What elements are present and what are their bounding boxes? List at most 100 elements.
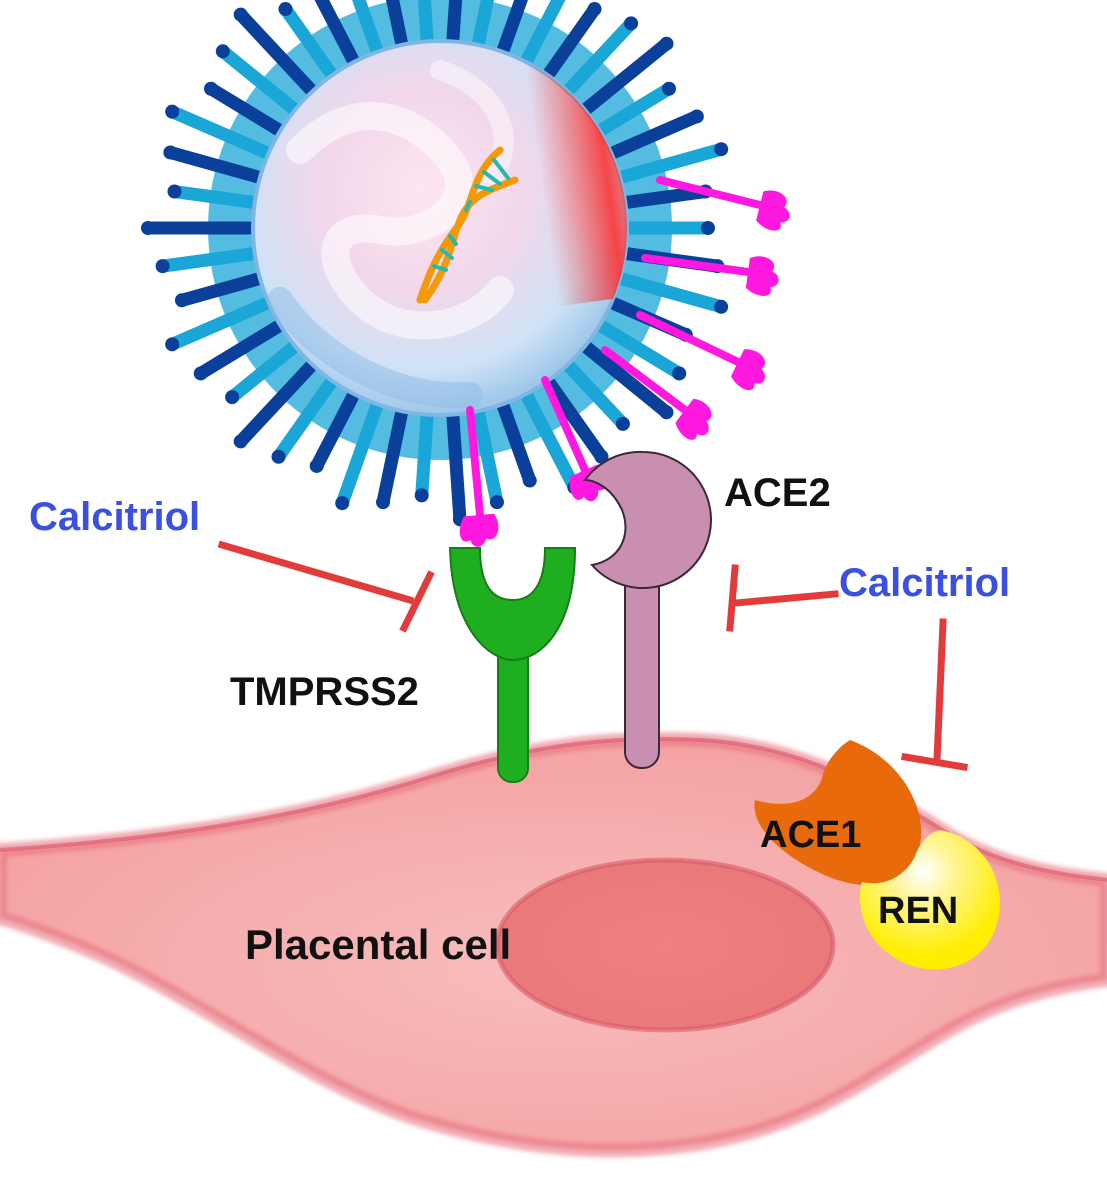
virus-spike (616, 142, 728, 184)
virus-spike (497, 400, 537, 488)
spike-protein-head (756, 190, 790, 231)
virus-spike (563, 16, 638, 96)
virus-spike-tip (141, 221, 155, 235)
virus-spike (352, 0, 383, 56)
virus-spike-tip (335, 496, 350, 511)
virus-spike (595, 82, 676, 136)
virus-spike-tip (155, 259, 170, 274)
virus-spike-tip (659, 36, 674, 51)
virus-spike-tip (661, 81, 676, 96)
calcitriol-label-right: Calcitriol (839, 561, 1011, 605)
virus-spike (497, 0, 528, 56)
virus-spike-tip (594, 449, 609, 464)
spike-protein-stalk (656, 176, 764, 209)
virus-spike (335, 400, 383, 510)
virus-spike (472, 407, 504, 509)
virus-spike (595, 320, 686, 380)
virus-spike-tip (278, 2, 293, 17)
virus-spike-tip (271, 449, 286, 464)
virus-spike-tip (174, 293, 189, 308)
spike-protein-stalk (641, 254, 752, 276)
virus-spike (278, 2, 337, 80)
virus-spike-tip (587, 2, 602, 17)
virus-spike (580, 37, 674, 115)
virus-spike (156, 247, 259, 273)
virus-spike (165, 105, 273, 159)
virus-spike (204, 82, 285, 136)
virus-spike (225, 341, 300, 404)
spike-protein-head (745, 256, 779, 296)
virus-spike (175, 272, 264, 307)
spike-protein-stalk (541, 376, 589, 474)
tmprss2-label: TMPRSS2 (230, 670, 419, 714)
virus-spike (216, 44, 300, 115)
virus-spike (234, 360, 317, 448)
spike-protein-stalk (466, 406, 484, 519)
virus-spike (415, 411, 434, 502)
ren-enzyme (859, 830, 1000, 970)
virus-spike (520, 390, 581, 494)
virus-spike (563, 360, 630, 431)
spike-protein-head (459, 513, 499, 547)
spike-protein-stalk (601, 346, 689, 414)
tmprss2-receptor (448, 547, 577, 783)
virus-spike-tip (193, 366, 208, 381)
virus-spike (376, 407, 408, 509)
virus-particle-icon (251, 39, 629, 417)
virus-spike (520, 0, 566, 66)
virus-spike (163, 145, 264, 184)
virus-spike-tip (309, 458, 324, 473)
virus-spike (165, 297, 273, 351)
virus-spike (616, 272, 728, 314)
virus-spike-tip (233, 7, 248, 22)
virus-spike-tip (163, 145, 178, 160)
spike-protein-stalk (636, 311, 742, 366)
virus-spike-tip (167, 184, 182, 199)
virus-spike-tip (204, 81, 219, 96)
virus-spike (314, 0, 360, 66)
virus-spike (580, 341, 674, 419)
virus-spike (446, 411, 467, 526)
virus-spike-tip (689, 109, 704, 124)
ace2-receptor (583, 450, 712, 769)
virus-spike (167, 185, 259, 209)
virus-spike-tip (489, 495, 504, 510)
virus-spike-tip (225, 390, 240, 405)
virus-spike-tip (714, 299, 729, 314)
virus-spike-tip (165, 104, 180, 119)
virus-spike-tip (522, 473, 537, 488)
virus-spike-tip (624, 16, 639, 31)
spike-protein-head (731, 349, 766, 391)
virus-spike-tip (615, 416, 630, 431)
virus-spike (310, 390, 360, 473)
ace2-label: ACE2 (724, 471, 831, 515)
ace1-label: ACE1 (760, 814, 862, 856)
calcitriol-label-left: Calcitriol (29, 495, 201, 539)
rna-helix-icon (416, 146, 519, 304)
virus-spike-tip (165, 337, 180, 352)
nucleus (494, 857, 836, 1033)
virus-spike (446, 0, 463, 45)
ren-label: REN (878, 890, 959, 932)
ace1-enzyme (754, 740, 922, 886)
virus-spike (385, 0, 408, 49)
virus-spike (194, 320, 285, 380)
virus-spike (472, 0, 495, 49)
virus-spike-tip (672, 366, 687, 381)
placental-cell-label: Placental cell (245, 921, 512, 968)
virus-spike-tip (659, 405, 674, 420)
virus-spike (543, 376, 608, 464)
virus-spike (543, 2, 602, 80)
virus-spike (621, 185, 713, 209)
virus-spike-tip (714, 142, 729, 157)
inhibition-arrow-icon (217, 540, 969, 772)
virus-spike (234, 8, 317, 96)
virus-spike-tip (215, 44, 230, 59)
virus-spike-tip (376, 495, 391, 510)
virus-spike (272, 376, 337, 464)
virus-spike (417, 0, 434, 45)
virus-spike-tip (233, 434, 248, 449)
virus-spike-tip (701, 221, 715, 235)
